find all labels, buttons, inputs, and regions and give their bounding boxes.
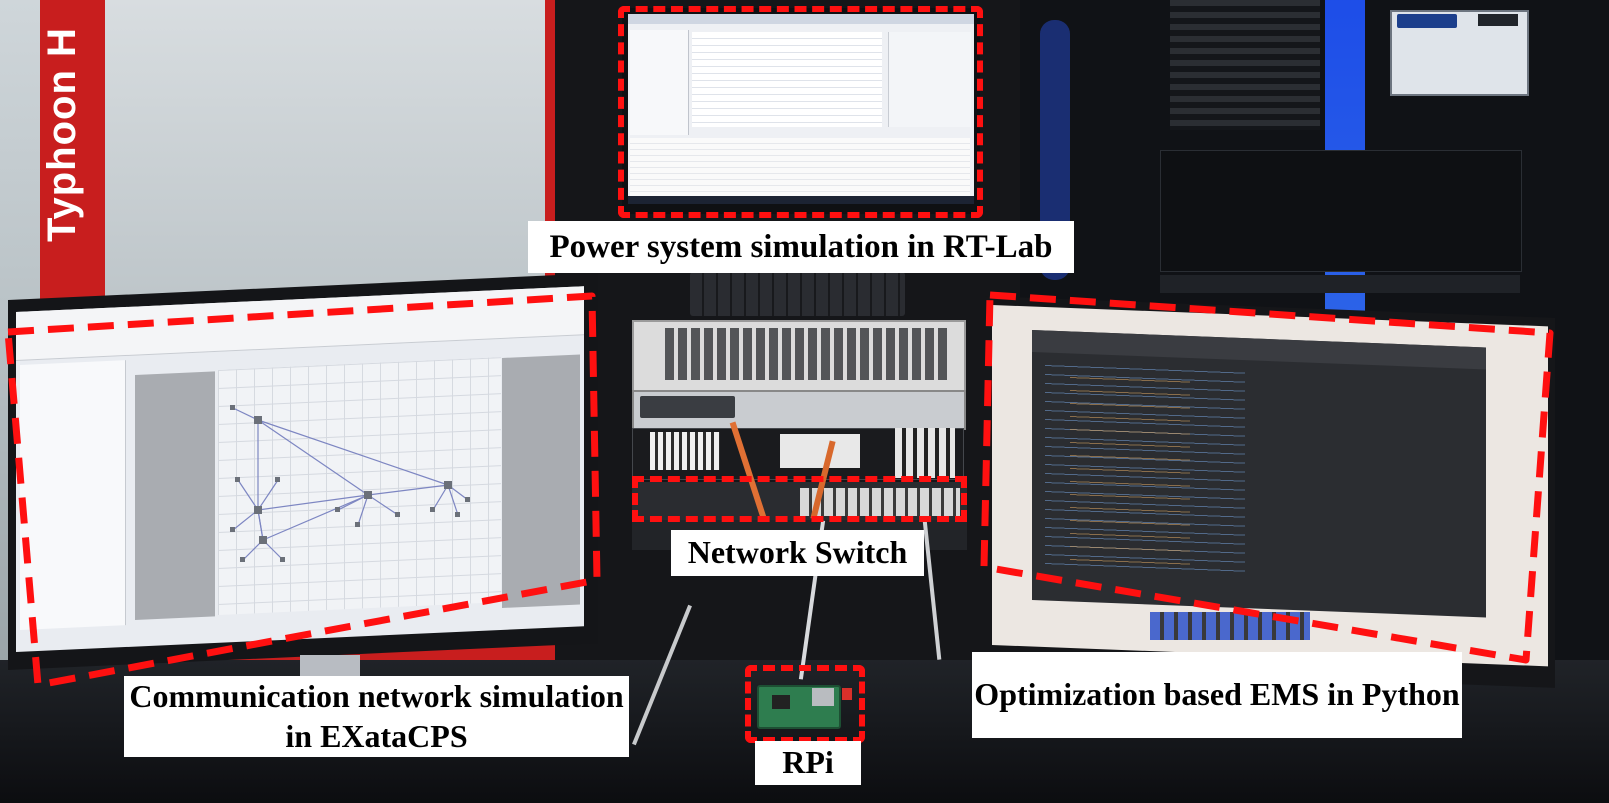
rt-lab-menubar: [628, 14, 974, 24]
network-switch-highlight-box: [632, 476, 967, 522]
topology-nodes: [230, 405, 470, 562]
raspberry-pi-power-plug: [842, 688, 852, 700]
io-ports-middle: [780, 434, 860, 468]
raspberry-pi-usb-port: [812, 688, 834, 706]
rt-lab-highlight-box: [618, 6, 983, 218]
patch-panel-ports: [665, 328, 950, 380]
rt-lab-taskbar: [628, 196, 974, 204]
ems-caption: Optimization based EMS in Python: [972, 652, 1462, 738]
io-ports-left: [650, 432, 720, 470]
typhoon-cabinet-lettering: Typhoon H: [40, 27, 84, 243]
io-ports-right: [895, 428, 955, 478]
network-switch-ports: [800, 488, 960, 516]
raspberry-pi-chip: [772, 695, 790, 709]
rack-vent: [1170, 0, 1320, 130]
novacor-logo: [1397, 14, 1457, 28]
rack-keyboard: [690, 272, 905, 316]
network-switch-caption: Network Switch: [671, 530, 924, 576]
network-topology: [230, 405, 470, 562]
rt-lab-caption: Power system simulation in RT-Lab: [528, 221, 1074, 273]
network-interface-card-chassis: [1160, 275, 1520, 293]
rt-lab-properties-panel: [888, 32, 971, 127]
rt-lab-editor: [692, 32, 882, 127]
exatacps-caption: Communication network simulation in EXat…: [124, 676, 629, 757]
rtds-logo: [1478, 14, 1518, 26]
opal-rt-logo: [640, 396, 735, 418]
rt-lab-project-tree: [630, 30, 689, 135]
rpi-caption: RPi: [755, 741, 861, 785]
exatacps-highlight-box: [4, 292, 601, 689]
typhoon-cabinet-glass: [105, 0, 545, 320]
rt-lab-console: [630, 138, 970, 196]
topology-links: [232, 407, 469, 561]
ems-highlight-box: [980, 291, 1554, 664]
rtds-chassis: [1160, 150, 1522, 272]
rpi-highlight-box: [745, 665, 865, 743]
